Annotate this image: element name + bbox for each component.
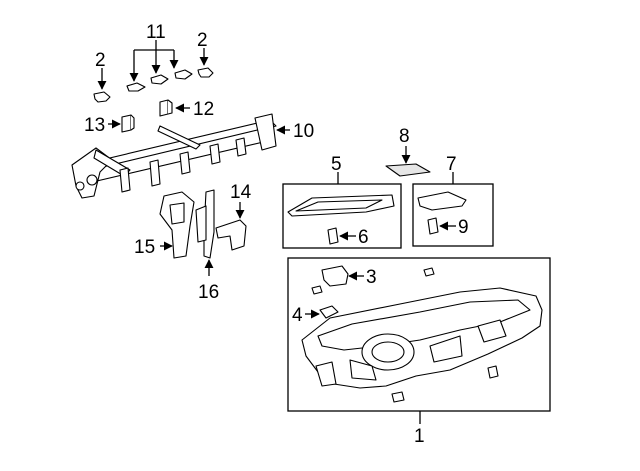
callout-16: 16 [198,282,219,303]
callout-9: 9 [458,217,469,238]
clip-part-6 [327,227,339,245]
bracket-part-12 [159,99,173,117]
clip-part-2-left [93,91,111,103]
callout-labels: 2 2 11 12 13 10 5 6 8 7 9 14 15 16 3 4 1 [84,22,469,447]
screw-part-3-upper [423,267,435,277]
clip-part-11-b [150,74,169,85]
clip-part-9 [427,217,439,235]
clip-part-2-right [197,67,214,78]
callout-12: 12 [193,99,214,120]
clip-part-11-a [126,82,146,92]
callout-6: 6 [358,227,369,248]
bracket-part-13 [121,114,135,133]
nut-part-4 [319,305,339,319]
callout-14: 14 [230,182,252,203]
bracket-part-3 [321,265,349,287]
group-box-part-1 [287,257,551,412]
end-cap-part-7 [417,191,467,211]
callout-11: 11 [146,22,166,43]
callout-8: 8 [399,126,410,147]
storage-compartment-part-5 [287,194,395,217]
callout-10: 10 [293,121,314,142]
callout-7: 7 [446,154,457,175]
clip-part-1-bottom [391,391,405,403]
bracket-part-14 [215,219,247,251]
callout-4: 4 [292,305,303,326]
callout-2-left: 2 [95,50,106,71]
leader-lines [97,40,456,424]
callout-1: 1 [414,426,425,447]
reinforcement-beam-part-10 [71,113,277,199]
callout-3: 3 [366,267,377,288]
brace-part-15 [159,191,195,259]
instrument-panel-part-1 [301,287,543,389]
brace-part-16 [195,189,215,259]
callout-13: 13 [84,115,105,136]
callout-15: 15 [134,237,155,258]
cover-part-8 [385,163,431,177]
group-box-part-5 [282,183,402,249]
clip-part-1-small [487,365,499,379]
group-box-part-7 [412,183,494,247]
clip-part-11-c [174,69,193,80]
screw-part-3-left [311,285,323,295]
callout-5: 5 [331,154,342,175]
callout-2-right: 2 [197,30,208,51]
